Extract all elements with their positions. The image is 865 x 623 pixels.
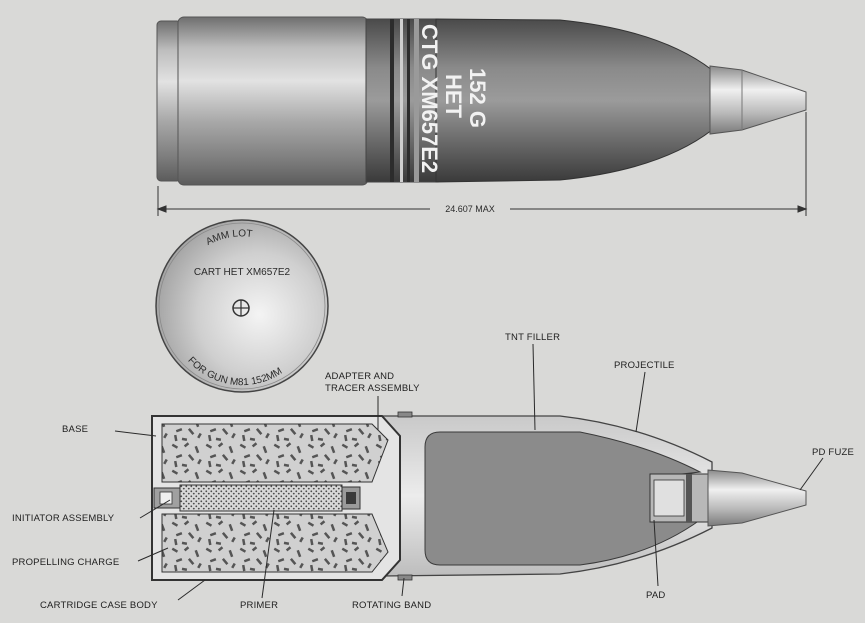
label-adapter-line-1: ADAPTER AND — [325, 371, 394, 382]
dimension-label: 24.607 MAX — [445, 204, 495, 214]
label-pad: PAD — [646, 590, 665, 601]
label-rotating-band: ROTATING BAND — [352, 600, 431, 611]
label-cartridge-case-body: CARTRIDGE CASE BODY — [40, 600, 158, 611]
rotating-band-mark — [397, 574, 413, 581]
case-body-outer — [177, 16, 369, 186]
cross-section-view — [151, 411, 807, 581]
stencil-line-3: CTG XM657E2 — [417, 24, 442, 173]
propellant-upper — [161, 423, 389, 483]
label-primer: PRIMER — [240, 600, 278, 611]
fuze-tip-section — [707, 469, 807, 527]
label-adapter-line-2: TRACER ASSEMBLY — [325, 383, 420, 394]
tnt-filler — [424, 431, 702, 566]
stencil-line-2: HET — [441, 74, 466, 119]
dimension-line — [156, 112, 808, 216]
stencil-marking: 152 G HET CTG XM657E2 — [417, 24, 490, 173]
fuze-tip-outer — [709, 65, 807, 135]
label-initiator-assembly: INITIATOR ASSEMBLY — [12, 513, 115, 524]
primer-tube — [179, 484, 343, 512]
case-rim — [156, 20, 182, 182]
label-projectile: PROJECTILE — [614, 360, 675, 371]
label-pd-fuze: PD FUZE — [812, 447, 854, 458]
label-propelling-charge: PROPELLING CHARGE — [12, 557, 119, 568]
propellant-lower — [161, 513, 389, 573]
label-base: BASE — [62, 424, 88, 435]
cartridge-outer-view: 152 G HET CTG XM657E2 24.607 MAX — [156, 16, 808, 216]
callout-leaders — [114, 343, 824, 601]
primer-crosshair-icon — [232, 299, 250, 317]
disc-middle-text: CART HET XM657E2 — [194, 267, 291, 278]
label-tnt-filler: TNT FILLER — [505, 332, 560, 343]
stencil-line-1: 152 G — [465, 68, 490, 128]
base-disc — [155, 219, 329, 393]
base-disc-view: AMM LOT CART HET XM657E2 FOR GUN M81 152… — [155, 219, 329, 393]
